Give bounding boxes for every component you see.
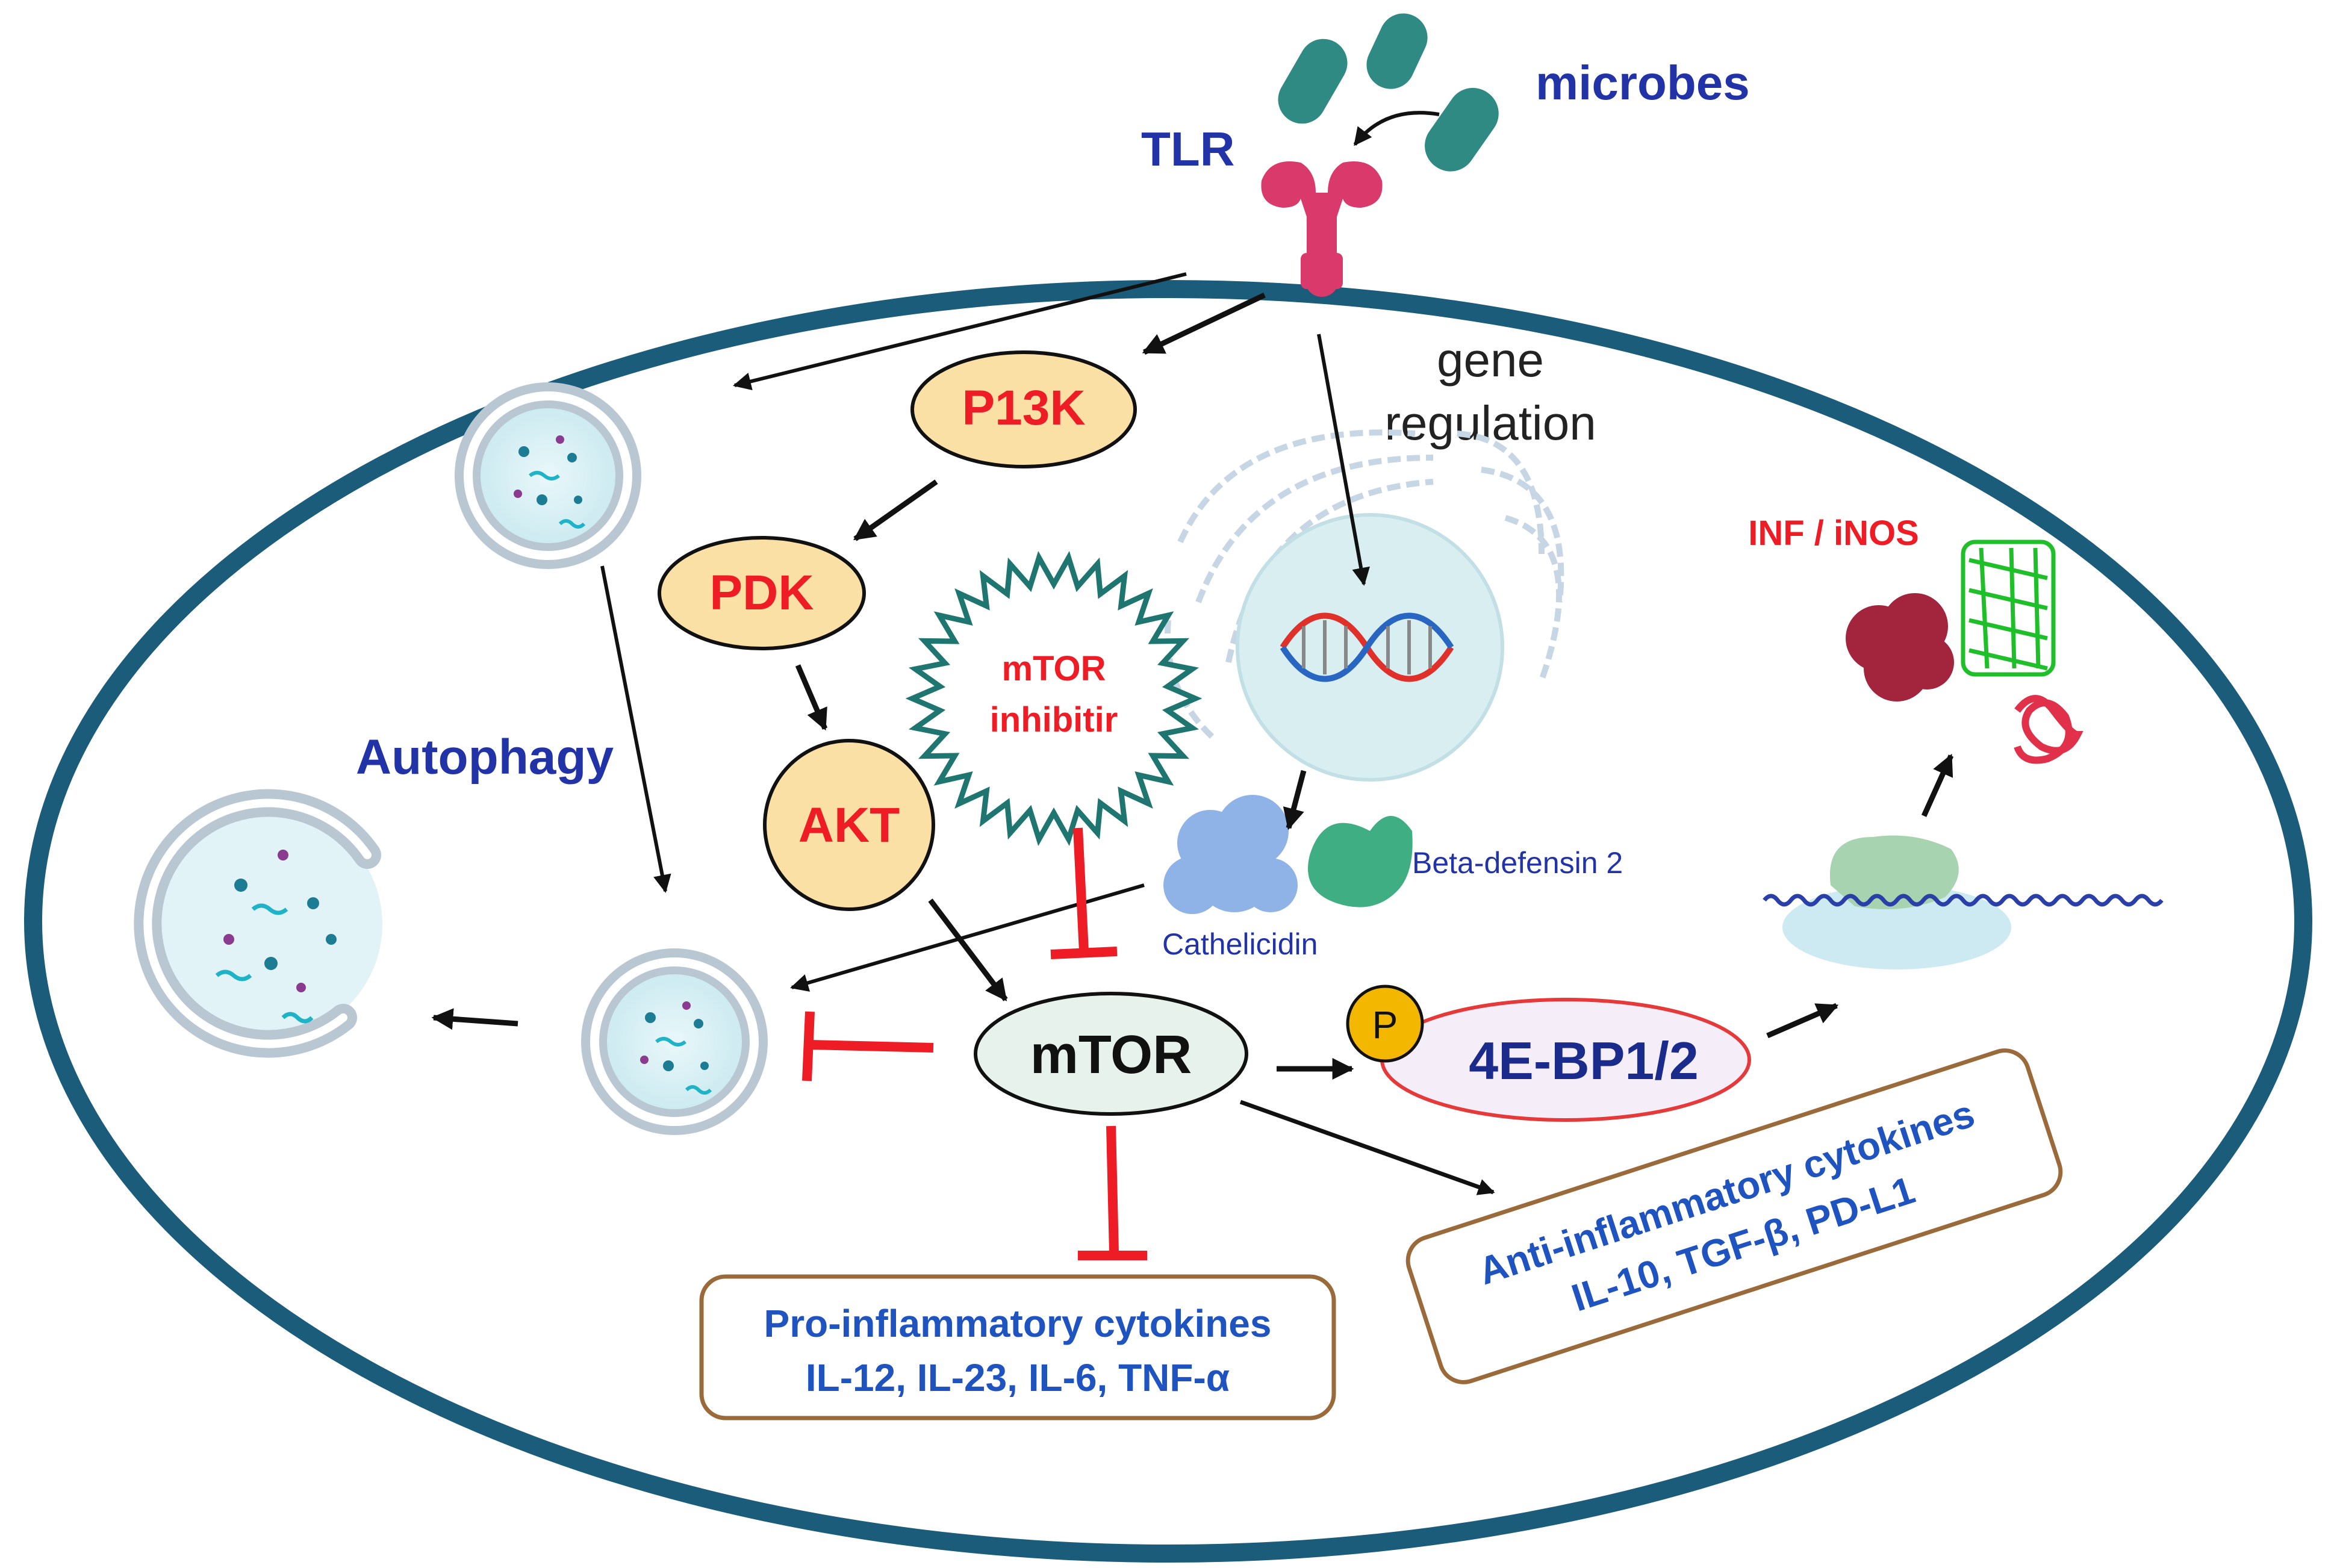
akt-node: [763, 739, 935, 911]
akt-label: AKT: [798, 798, 900, 853]
mtor-inhibitor-label-2: inhibitir: [990, 700, 1118, 739]
akt-to-mtor-arrow: [928, 898, 1008, 1001]
pro-inflammatory-title: Pro-inflammatory cytokines: [764, 1302, 1272, 1345]
tlr-to-nucleus-arrow: [1317, 334, 1370, 586]
beta-defensin-icon: [1308, 816, 1413, 907]
inhibition-bars: [802, 827, 1147, 1260]
cathelicidin-icon: [1163, 795, 1298, 914]
phagosome-middle-icon: [581, 948, 768, 1135]
ribosome-to-proteins-arrow: [1921, 753, 1954, 817]
nucleus-to-peptides-arrow: [1283, 770, 1307, 830]
inf-inos-label: INF / iNOS: [1748, 514, 1919, 553]
gene-regulation-label-1: gene: [1437, 333, 1544, 387]
pdk-label: PDK: [709, 565, 814, 620]
dna-icon: [1280, 612, 1454, 682]
pro-inflammatory-box: [699, 1274, 1336, 1420]
beta-defensin-label: Beta-defensin 2: [1412, 846, 1623, 880]
microbes-icon: [1278, 13, 1499, 172]
inf-protein-icon: [1846, 593, 1954, 702]
pdk-node: [658, 536, 866, 650]
mtor-inhibitor-label-1: mTOR: [1002, 649, 1106, 688]
gene-regulation-label-2: regulation: [1384, 396, 1596, 450]
autophagosome-icon: [134, 789, 382, 1058]
mtor-label: mTOR: [1030, 1025, 1192, 1085]
4ebp-to-ribosome-arrow: [1766, 1003, 1839, 1039]
mtor-blocks-pro-inflammatory: [1078, 1125, 1147, 1260]
phagosome-to-autophagosome-arrow: [431, 1008, 518, 1030]
mtor-node: [974, 992, 1248, 1116]
pi3k-node: [910, 350, 1137, 468]
phospho-badge: [1346, 985, 1424, 1063]
anti-inflammatory-group: Anti-inflammatory cytokines IL-10, TGF-β…: [1405, 1048, 2063, 1384]
inhibitor-blocks-mtor: [1050, 827, 1118, 959]
anti-inflammatory-box: [1405, 1048, 2063, 1384]
microbe-arrow: [1353, 111, 1440, 146]
coil-protein-icon: [2014, 695, 2083, 764]
pdk-to-akt-arrow: [795, 664, 828, 731]
tlr-to-phagosome-arrow: [733, 272, 1187, 391]
mtor-to-anti-inflammatory-arrow: [1239, 1100, 1495, 1195]
phagosome-to-phagosome-arrow: [600, 565, 671, 893]
phagosome-top-icon: [455, 382, 641, 569]
mtor-blocks-phagosome: [802, 1011, 934, 1081]
four-ebp-label: 4E-BP1/2: [1469, 1031, 1699, 1090]
phospho-label: P: [1372, 1003, 1398, 1047]
pi3k-label: P13K: [962, 381, 1085, 435]
mtor-inhibitor-starburst: [905, 550, 1203, 847]
cathelicidin-label: Cathelicidin: [1162, 927, 1318, 961]
tlr-label: TLR: [1141, 122, 1235, 176]
microbes-label: microbes: [1536, 56, 1750, 110]
tlr-to-pi3k-arrow: [1142, 292, 1266, 355]
tlr-receptor-icon: [1261, 161, 1383, 297]
inos-protein-icon: [1961, 540, 2056, 677]
autophagy-label: Autophagy: [356, 730, 614, 785]
ribosome-mrna-icon: [1763, 835, 2164, 969]
pro-inflammatory-list: IL-12, IL-23, IL-6, TNF-α: [806, 1356, 1230, 1399]
pi3k-to-pdk-arrow: [853, 479, 938, 541]
